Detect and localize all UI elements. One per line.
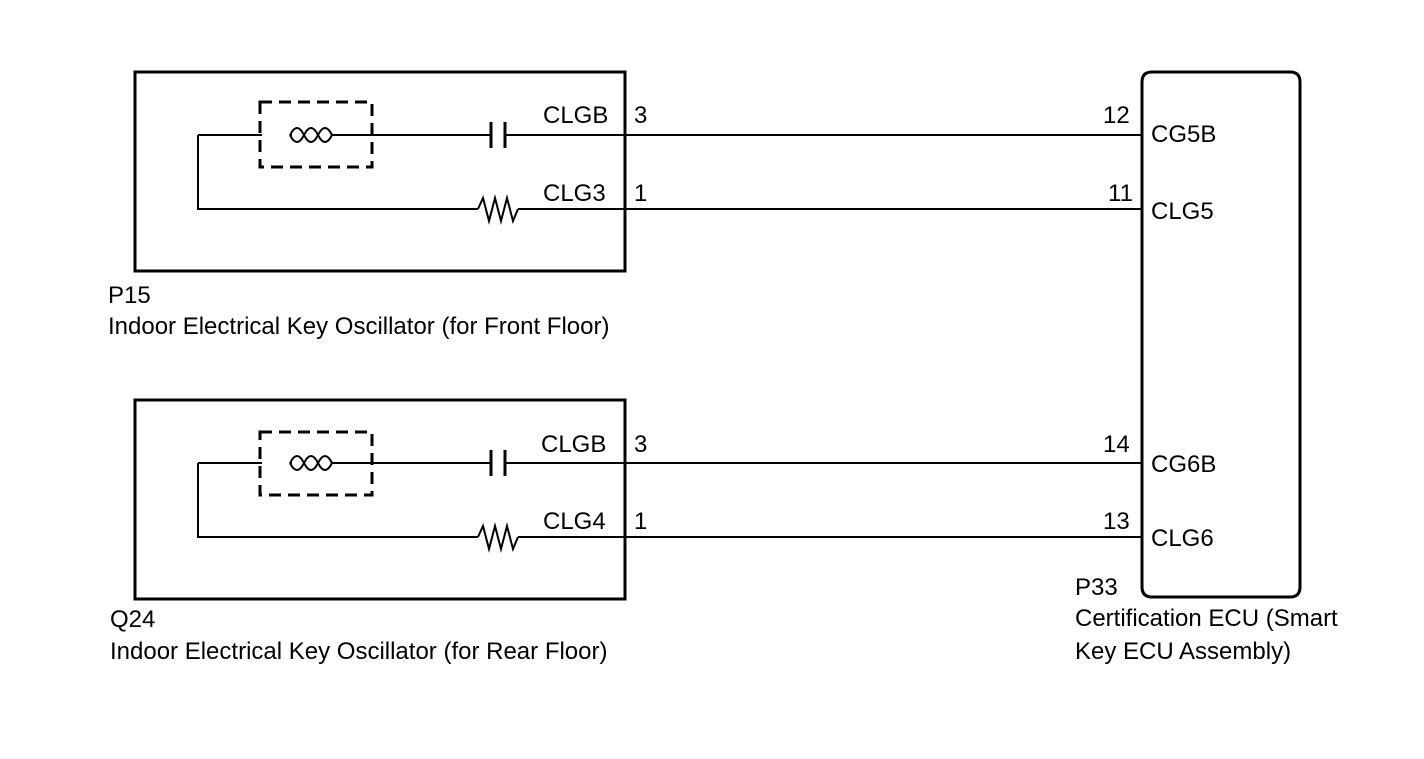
ecu-housing bbox=[1140, 70, 1302, 599]
ecu-pin-number-11: 11 bbox=[1108, 180, 1133, 207]
front-connector-id: P15 bbox=[108, 282, 151, 309]
ecu-pin-number-13: 13 bbox=[1103, 508, 1130, 535]
ecu-pin-number-12: 12 bbox=[1103, 102, 1130, 129]
ecu-pin-signal-clg5: CLG5 bbox=[1151, 198, 1214, 225]
rear-capacitor-icon bbox=[489, 450, 507, 476]
rear-oscillator: CLGB 3 CLG4 1 Q24 Indoor Electrical Key … bbox=[110, 398, 647, 665]
ecu-pin-number-14: 14 bbox=[1103, 431, 1130, 458]
front-pin-signal-2: CLG3 bbox=[543, 180, 606, 207]
rear-pin-signal-2: CLG4 bbox=[543, 508, 606, 535]
front-pin-signal-1: CLGB bbox=[543, 102, 608, 129]
certification-ecu: 12 CG5B 11 CLG5 14 CG6B 13 CLG6 P33 Cert… bbox=[1075, 70, 1338, 665]
rear-connector-name: Indoor Electrical Key Oscillator (for Re… bbox=[110, 638, 607, 665]
rear-pin-signal-1: CLGB bbox=[541, 431, 606, 458]
ecu-connector-id: P33 bbox=[1075, 574, 1118, 601]
rear-oscillator-housing bbox=[133, 398, 627, 601]
rear-coil-icon bbox=[289, 455, 340, 471]
front-lower-loop bbox=[197, 134, 625, 210]
front-pin-number-1: 3 bbox=[634, 102, 647, 129]
front-connector-name: Indoor Electrical Key Oscillator (for Fr… bbox=[108, 313, 609, 340]
rear-lower-loop bbox=[197, 462, 625, 538]
front-resistor-icon bbox=[477, 194, 519, 225]
front-oscillator: CLGB 3 CLG3 1 P15 Indoor Electrical Key … bbox=[108, 70, 647, 340]
harness-wires bbox=[625, 134, 1142, 538]
front-capacitor-icon bbox=[489, 122, 507, 148]
rear-connector-id: Q24 bbox=[110, 606, 155, 633]
front-oscillator-housing bbox=[133, 70, 627, 273]
rear-pin-number-2: 1 bbox=[634, 508, 647, 535]
ecu-pin-signal-cg6b: CG6B bbox=[1151, 451, 1216, 478]
front-pin-number-2: 1 bbox=[634, 180, 647, 207]
ecu-name-line-1: Certification ECU (Smart bbox=[1075, 605, 1338, 632]
front-coil-icon bbox=[289, 127, 340, 143]
ecu-name-line-2: Key ECU Assembly) bbox=[1075, 638, 1291, 665]
ecu-pin-signal-cg5b: CG5B bbox=[1151, 121, 1216, 148]
rear-pin-number-1: 3 bbox=[634, 431, 647, 458]
ecu-pin-signal-clg6: CLG6 bbox=[1151, 525, 1214, 552]
rear-resistor-icon bbox=[477, 522, 519, 553]
